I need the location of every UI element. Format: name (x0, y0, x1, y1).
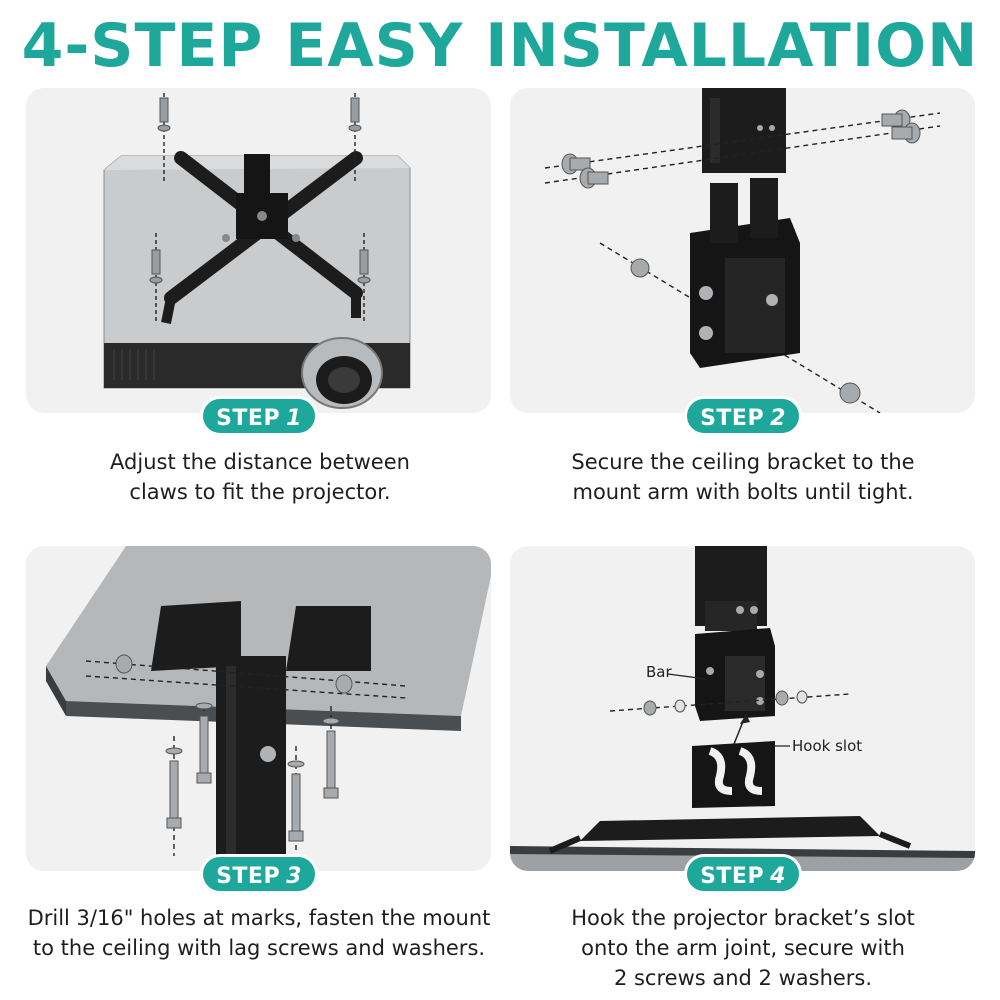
step-2-description: Secure the ceiling bracket to the mount … (498, 447, 988, 507)
step-1-description: Adjust the distance between claws to fit… (15, 447, 505, 507)
step-3-illustration (26, 546, 491, 871)
step-1-badge-label: STEP (216, 406, 281, 431)
step-3-description-line: Drill 3/16" holes at marks, fasten the m… (27, 906, 491, 930)
step-4-description: Hook the projector bracket’s slot onto t… (498, 903, 988, 993)
step-1-badge-number: 1 (286, 406, 302, 431)
step-4-badge-number: 4 (770, 864, 786, 889)
page-title: 4-STEP EASY INSTALLATION (21, 11, 979, 81)
step-4-description-line: Hook the projector bracket’s slot (571, 906, 915, 930)
step-2-badge-label: STEP (700, 406, 765, 431)
step-2-description-line: mount arm with bolts until tight. (572, 480, 914, 504)
step-3-badge-label: STEP (216, 864, 281, 889)
step-3-description-line: to the ceiling with lag screws and washe… (32, 936, 486, 960)
ceiling-mount-lag-screws-illustration (46, 546, 491, 871)
step-1-description-line: Adjust the distance between (110, 450, 410, 474)
step-2-description-line: Secure the ceiling bracket to the (571, 450, 915, 474)
step-2-illustration (510, 88, 975, 413)
step-3-badge-number: 3 (286, 864, 302, 889)
hook-slot-callout-label: Hook slot (792, 737, 862, 755)
step-2-badge-number: 2 (770, 406, 786, 431)
step-1-illustration (26, 88, 491, 413)
ceiling-bracket-bolts-illustration (544, 88, 941, 413)
bar-callout-label: Bar (646, 663, 672, 681)
step-4-illustration: Bar Hook slot (510, 546, 975, 871)
step-4-description-line: onto the arm joint, secure with (581, 936, 905, 960)
hook-slot-assembly-illustration: Bar Hook slot (510, 546, 975, 871)
step-4-badge-label: STEP (700, 864, 765, 889)
step-1-description-line: claws to fit the projector. (129, 480, 391, 504)
step-3-description: Drill 3/16" holes at marks, fasten the m… (4, 903, 514, 963)
step-4-description-line: 2 screws and 2 washers. (613, 966, 873, 990)
projector-claws-illustration (103, 93, 411, 409)
